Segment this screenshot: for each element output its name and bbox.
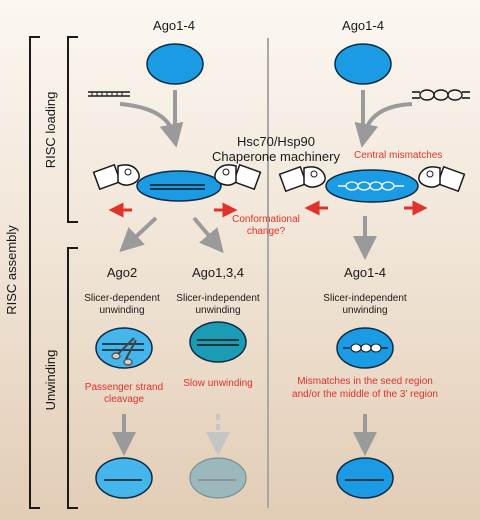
- central-mismatches-label: Central mismatches: [354, 150, 442, 161]
- unwinding-label: Unwinding: [43, 350, 58, 411]
- risc-loading-bracket: [67, 36, 78, 223]
- mismatch-2: and/or the middle of the 3' region: [292, 389, 438, 400]
- mismatched-duplex-right: [412, 89, 470, 101]
- ago14-left-title: Ago1-4: [153, 18, 195, 33]
- ago14-unwinding-complex: [336, 327, 394, 369]
- chaperone-hand-icon: [418, 165, 466, 193]
- slicer-indep-r1: Slicer-independent: [323, 293, 407, 304]
- slow-unwinding-label: Slow unwinding: [183, 378, 253, 389]
- slicer-indep-2: unwinding: [195, 305, 240, 316]
- ago14-unwind-title: Ago1-4: [344, 265, 386, 280]
- passenger-1: Passenger strand: [85, 382, 163, 393]
- ago134-result-complex: [189, 457, 247, 499]
- loading-complex-left: [92, 163, 262, 202]
- chaperone-hand-icon: [92, 163, 140, 191]
- chaperone-hand-icon: [278, 165, 326, 193]
- ago14-right-title: Ago1-4: [342, 18, 384, 33]
- slicer-indep-1: Slicer-independent: [176, 293, 260, 304]
- scissors-icon: [111, 337, 137, 366]
- hsc-label-1: Hsc70/Hsp90: [237, 134, 315, 149]
- sirna-duplex-left: [88, 91, 130, 97]
- branch-arrow-ago134: [192, 216, 224, 254]
- hsc-label-2: Chaperone machinery: [212, 149, 340, 164]
- slicer-dep-1: Slicer-dependent: [84, 293, 160, 304]
- slicer-dep-2: unwinding: [99, 305, 144, 316]
- risc-loading-label: RISC loading: [43, 92, 58, 169]
- unwinding-bracket: [67, 247, 78, 509]
- passenger-2: cleavage: [104, 394, 144, 405]
- loading-arrow-left: [119, 102, 184, 148]
- ago14-result-complex: [336, 457, 394, 499]
- ago2-title: Ago2: [107, 265, 137, 280]
- risc-assembly-label: RISC assembly: [4, 225, 19, 315]
- ago134-title: Ago1,3,4: [192, 265, 244, 280]
- slicer-indep-r2: unwinding: [342, 305, 387, 316]
- chaperone-hand-icon: [214, 163, 262, 191]
- conformational-label-1: Conformational: [232, 214, 300, 225]
- ago134-unwinding-complex: [189, 321, 247, 363]
- ago-protein-right: [334, 43, 392, 85]
- ago2-unwinding-complex: [95, 327, 153, 369]
- risc-assembly-bracket: [29, 36, 40, 509]
- ago-protein-left: [146, 43, 204, 85]
- mismatch-1: Mismatches in the seed region: [297, 376, 433, 387]
- loading-complex-right: [278, 165, 466, 203]
- branch-arrow-ago2: [119, 216, 158, 253]
- ago2-result-complex: [95, 457, 153, 499]
- loading-arrow-right: [354, 102, 413, 148]
- conformational-label-2: change?: [247, 226, 286, 237]
